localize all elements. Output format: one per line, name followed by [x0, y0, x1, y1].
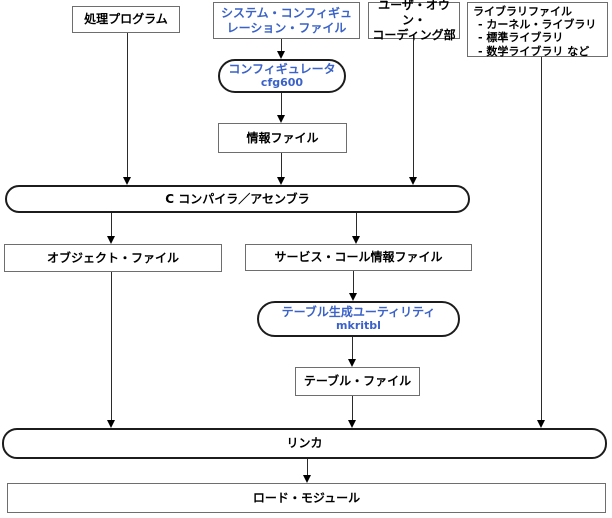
arrowhead-compiler-to-service-call [352, 236, 360, 244]
node-system-config-file[interactable]: システム・コンフィギュ レーション・ファイル [213, 2, 360, 39]
edge-library-to-linker [541, 57, 542, 421]
node-user-own-coding-label-line1: ユーザ・オウン・ [378, 0, 450, 27]
node-library-file: ライブラリファイル - カーネル・ライブラリ - 標準ライブラリ - 数学ライブ… [467, 2, 608, 58]
edge-compiler-to-object-file [111, 213, 112, 237]
edge-table-gen-to-table-file [352, 337, 353, 360]
node-library-file-title: ライブラリファイル [473, 5, 572, 18]
edge-service-call-to-table-gen [353, 271, 354, 294]
arrowhead-info-file-to-compiler [277, 177, 285, 185]
node-configurator-label[interactable]: コンフィギュレータ [228, 61, 336, 76]
arrowhead-compiler-to-object-file [107, 236, 115, 244]
node-process-program: 処理プログラム [72, 6, 180, 33]
edge-configurator-to-info-file [281, 93, 282, 116]
node-library-file-item-kernel: - カーネル・ライブラリ [478, 18, 597, 32]
node-configurator[interactable]: コンフィギュレータ cfg600 [218, 59, 346, 93]
edge-object-file-to-linker [111, 272, 112, 421]
arrowhead-table-gen-to-table-file [348, 359, 356, 367]
node-load-module: ロード・モジュール [7, 483, 606, 513]
edge-info-file-to-compiler [281, 153, 282, 178]
arrowhead-process-program-to-compiler [123, 177, 131, 185]
edge-linker-to-load-module [307, 459, 308, 476]
node-user-own-coding-label-line2: コーディング部 [372, 28, 456, 42]
node-info-file-label: 情報ファイル [246, 130, 319, 145]
arrowhead-library-to-linker [537, 420, 545, 428]
edge-system-config-to-configurator [281, 39, 282, 52]
node-process-program-label: 処理プログラム [84, 12, 168, 26]
node-system-config-file-label-line2[interactable]: レーション・ファイル [226, 20, 347, 35]
node-info-file: 情報ファイル [218, 123, 347, 153]
edge-process-program-to-compiler [127, 33, 128, 178]
edge-table-file-to-linker [352, 396, 353, 421]
node-user-own-coding: ユーザ・オウン・ コーディング部 [368, 0, 460, 42]
arrowhead-configurator-to-info-file [277, 115, 285, 123]
arrowhead-linker-to-load-module [303, 475, 311, 483]
node-c-compiler-assembler-label: C コンパイラ／アセンブラ [165, 191, 310, 206]
node-linker: リンカ [2, 428, 607, 459]
arrowhead-system-config-to-configurator [277, 51, 285, 59]
node-service-call-info-file: サービス・コール情報ファイル [245, 244, 472, 271]
node-table-file: テーブル・ファイル [295, 367, 420, 396]
arrowhead-table-file-to-linker [348, 420, 356, 428]
arrowhead-object-file-to-linker [107, 420, 115, 428]
edge-user-own-to-compiler [413, 39, 414, 178]
node-configurator-command[interactable]: cfg600 [260, 75, 304, 89]
node-library-file-item-math: - 数学ライブラリ など [478, 44, 590, 58]
node-table-file-label: テーブル・ファイル [303, 374, 412, 388]
node-table-gen-utility[interactable]: テーブル生成ユーティリティ mkritbl [257, 301, 460, 337]
edge-compiler-to-service-call [356, 213, 357, 237]
node-table-gen-utility-label[interactable]: テーブル生成ユーティリティ [281, 304, 436, 319]
node-c-compiler-assembler: C コンパイラ／アセンブラ [5, 185, 470, 213]
node-library-file-item-standard: - 標準ライブラリ [478, 31, 564, 45]
node-table-gen-utility-command[interactable]: mkritbl [336, 318, 381, 332]
arrowhead-service-call-to-table-gen [349, 293, 357, 301]
node-linker-label: リンカ [286, 436, 323, 450]
arrowhead-user-own-to-compiler [409, 177, 417, 185]
node-load-module-label: ロード・モジュール [252, 490, 361, 505]
node-object-file: オブジェクト・ファイル [4, 244, 222, 272]
node-system-config-file-label-line1[interactable]: システム・コンフィギュ [220, 5, 353, 20]
node-service-call-info-file-label: サービス・コール情報ファイル [274, 250, 443, 264]
node-object-file-label: オブジェクト・ファイル [46, 250, 179, 265]
